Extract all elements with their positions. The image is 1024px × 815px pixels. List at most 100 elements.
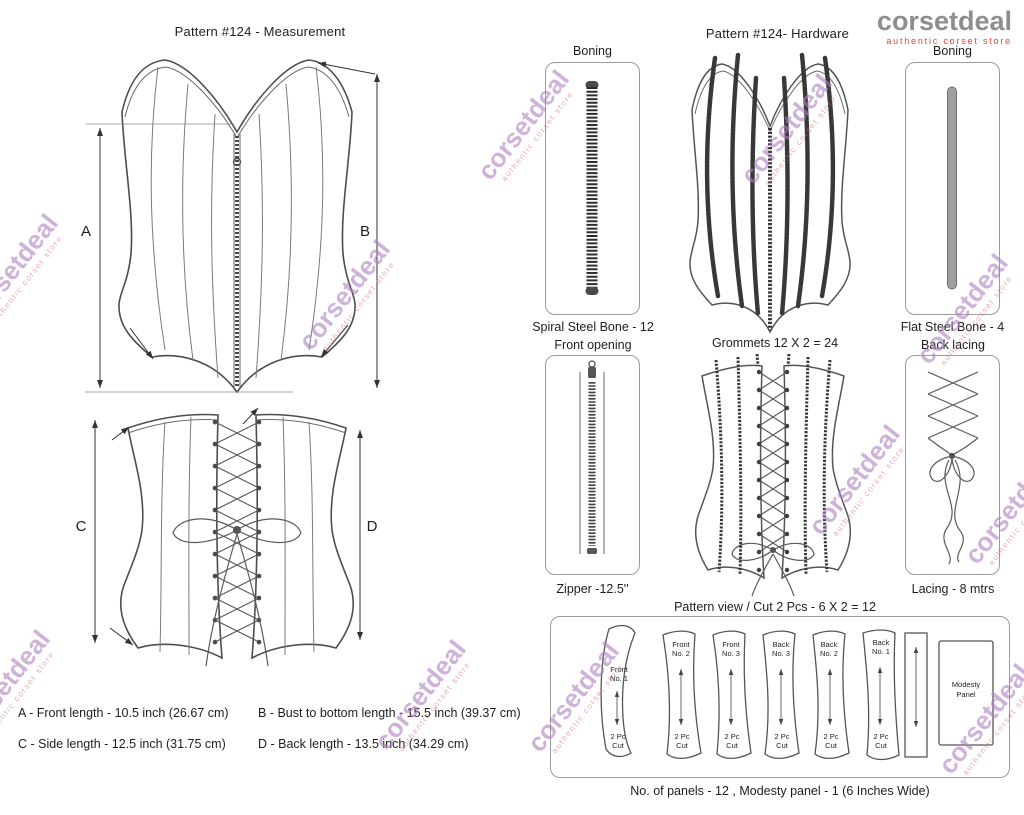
panel-back-2: Back No. 2 2 Pc Cut [812,630,850,760]
back-lacing-box [905,355,1000,575]
top-binding-right [255,419,347,434]
panel-name: Back [773,640,790,649]
corset-back-left-half [119,413,223,660]
spiral-steel-bone-drawing [585,81,599,295]
back-lacing-label: Back lacing [921,338,985,352]
note-side-length: C - Side length - 12.5 inch (31.75 cm) [18,737,226,751]
panel-name: Back [821,640,838,649]
panel-name: Panel [956,690,976,699]
hem-arrows [129,324,349,360]
zipper-slider [588,367,596,378]
panel-name: No. 3 [722,649,740,658]
bone-tip-bottom [585,287,599,295]
hardware-back-corset-drawing [695,353,851,597]
zipper-bottom-stop [587,548,597,554]
logo-text: corsetdeal [876,6,1012,36]
dim-label-b: B [360,223,370,240]
spiral-bone-caption: Spiral Steel Bone - 12 [532,320,654,334]
watermark: corsetdeal authentic corset store [0,624,62,751]
dim-label-a: A [81,223,91,240]
pattern-panels-drawing: Front No. 1 2 Pc Cut Front No. 2 2 Pc Cu… [600,624,994,761]
panel-name: Front [610,665,628,674]
dimension-c: C [76,420,134,646]
grommets-label: Grommets 12 X 2 = 24 [711,336,839,350]
front-zipper [232,134,242,388]
watermark-text: corsetdeal [0,624,56,746]
lacing-caption: Lacing - 8 mtrs [911,582,995,596]
pattern-panels-box: Front No. 1 2 Pc Cut Front No. 2 2 Pc Cu… [550,616,1010,778]
watermark-tagline: authentic corset store [0,649,57,744]
measurement-title: Pattern #124 - Measurement [174,24,346,39]
lacing-bow [172,518,302,667]
spiral-bones-overlay [704,52,836,330]
lacing-drawing [927,371,979,565]
back-corset-measurement-drawing: C D [76,407,378,667]
panel-name: No. 3 [772,649,790,658]
panel-cut: Cut [676,741,689,750]
note-back-length: D - Back length - 13.5 inch (34.29 cm) [258,737,469,751]
panel-cut: 2 Pc [823,732,838,741]
panel-cut: 2 Pc [610,732,625,741]
panels-footnote: No. of panels - 12 , Modesty panel - 1 (… [630,784,930,798]
zipper-pull-icon [232,157,242,167]
spiral-bone-box [545,62,640,315]
logo-tagline: authentic corset store [886,36,1012,46]
top-binding-line [694,70,846,133]
panel-name: Modesty [952,680,981,689]
corset-outline [689,63,851,334]
bones-overlay [714,353,832,575]
zipper-caption: Zipper -12.5'' [556,582,629,596]
lacing-bow [731,542,815,597]
panel-cut: 2 Pc [724,732,739,741]
panel-cut: Cut [776,741,789,750]
panel-cut: 2 Pc [674,732,689,741]
zipper-pull-icon [588,360,596,368]
logo: corsetdeal authentic corset store [877,8,1012,46]
front-opening-label: Front opening [554,338,632,352]
panel-cut: Cut [612,741,625,750]
note-front-length: A - Front length - 10.5 inch (26.67 cm) [18,706,229,720]
boning-flat-label: Boning [933,44,972,58]
panel-cut: Cut [726,741,739,750]
panel-cut: 2 Pc [873,732,888,741]
panel-name: Back [873,638,890,647]
dim-label-d: D [367,518,378,535]
panel-name: Front [672,640,690,649]
flat-steel-bone-drawing [947,86,957,290]
panel-front-1: Front No. 1 2 Pc Cut [600,624,636,758]
seam-lines [150,66,324,379]
hardware-front-corset-drawing [689,52,851,334]
corset-back-right-half [251,413,355,660]
flat-bone-bar [947,86,957,290]
flat-bone-box [905,62,1000,315]
back-lacing [172,419,302,667]
hardware-title: Pattern #124- Hardware [705,26,850,41]
panel-name: Front [722,640,740,649]
panel-name: No. 1 [872,647,890,656]
panel-name: No. 2 [672,649,690,658]
panel-front-2: Front No. 2 2 Pc Cut [662,630,702,760]
panel-back-3: Back No. 3 2 Pc Cut [762,630,800,760]
panel-name: No. 1 [610,674,628,683]
corset-back-left-half [695,364,765,580]
top-binding-left [127,419,219,434]
zipper-box [545,355,640,575]
dimension-b: B [317,61,380,388]
grommets-and-lacing [731,369,815,597]
panel-back-1: Back No. 1 2 Pc Cut [862,629,928,761]
flat-bone-caption: Flat Steel Bone - 4 [900,320,1005,334]
dim-label-c: C [76,518,87,535]
corset-back-right-half [781,364,851,580]
front-corset-measurement-drawing: A B [81,59,380,394]
panel-cut: Cut [875,741,888,750]
panel-cut: 2 Pc [774,732,789,741]
note-bust-to-bottom-length: B - Bust to bottom length - 15.5 inch (3… [258,706,521,720]
boning-spiral-label: Boning [573,44,612,58]
dimension-d: D [242,407,378,640]
watermark-text: corsetdeal [0,208,64,330]
seam-lines [159,416,315,656]
dimension-a: A [81,123,293,393]
panel-cut: Cut [825,741,838,750]
pattern-view-title: Pattern view / Cut 2 Pcs - 6 X 2 = 12 [674,600,876,614]
